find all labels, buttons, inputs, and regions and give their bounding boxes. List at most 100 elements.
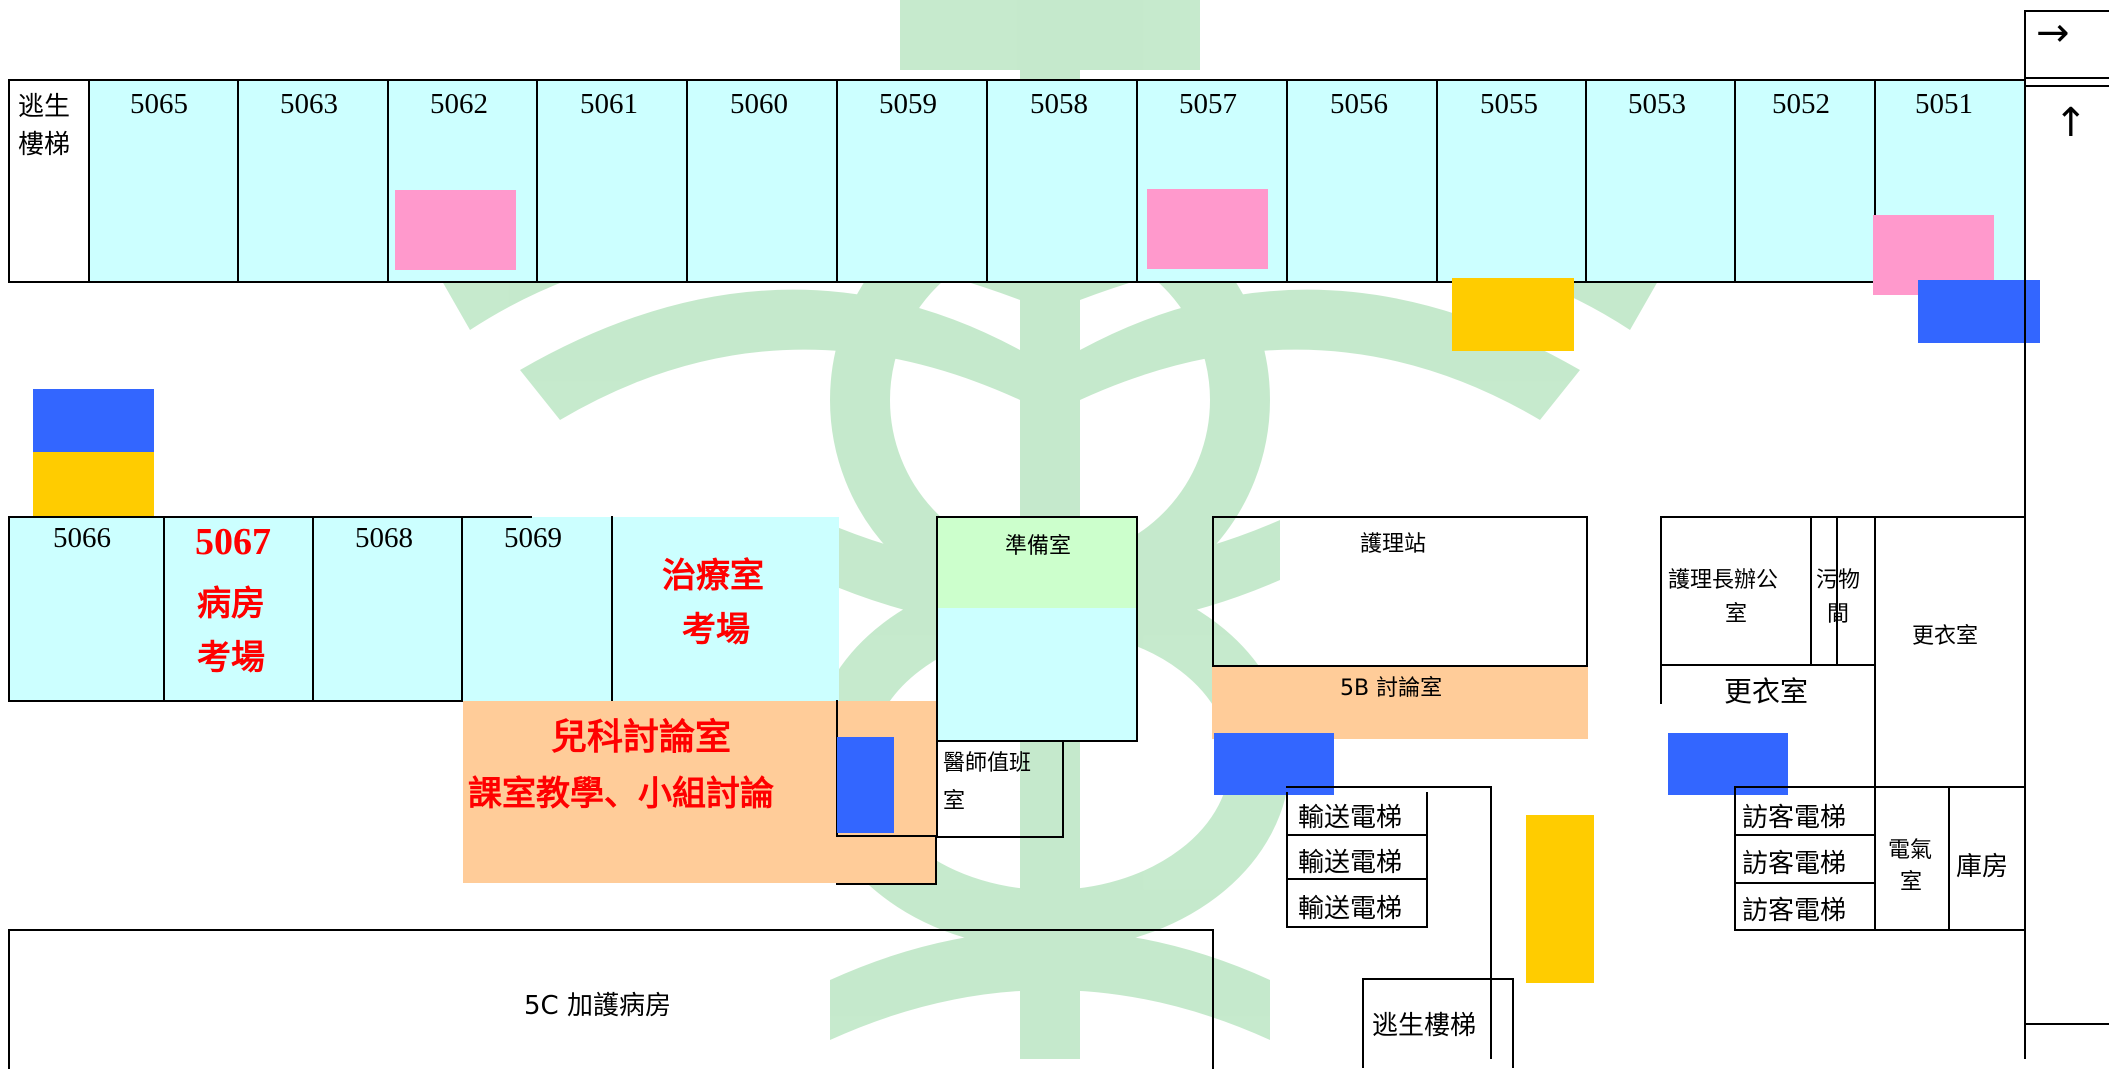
locker-small-left xyxy=(1660,664,1662,704)
room-5065[interactable]: 5065 xyxy=(130,88,188,120)
blue-marker xyxy=(837,737,894,833)
top-divider xyxy=(1136,79,1138,283)
room-5058[interactable]: 5058 xyxy=(1030,88,1088,120)
room-5059[interactable]: 5059 xyxy=(879,88,937,120)
top-divider xyxy=(1874,79,1876,283)
electrical-right xyxy=(1948,786,1950,930)
bottom-left-wall xyxy=(8,516,10,702)
yellow-marker xyxy=(1526,815,1594,983)
room-5063[interactable]: 5063 xyxy=(280,88,338,120)
room-5051[interactable]: 5051 xyxy=(1915,88,1973,120)
right-corridor-top xyxy=(2024,10,2109,12)
discussion-room-5b[interactable] xyxy=(1212,665,1588,739)
right-outer-wall xyxy=(2024,10,2026,1059)
right-cluster-divider xyxy=(1874,516,1876,788)
room-5056[interactable]: 5056 xyxy=(1330,88,1388,120)
room-5055[interactable]: 5055 xyxy=(1480,88,1538,120)
transport-elevator-label: 輸送電梯 xyxy=(1298,803,1403,833)
right-cluster-divider xyxy=(1810,516,1812,666)
room-5067-line2: 考場 xyxy=(197,638,265,678)
room-5069[interactable]: 5069 xyxy=(504,522,562,554)
treatment-room-line1[interactable]: 治療室 xyxy=(662,556,764,596)
top-divider xyxy=(237,79,239,283)
doctor-duty-room[interactable] xyxy=(936,742,1064,838)
top-divider xyxy=(88,79,90,283)
electrical-room-line1[interactable]: 電氣 xyxy=(1888,838,1933,863)
dirty-room-line1[interactable]: 污物 xyxy=(1816,568,1861,593)
right-cluster-divider xyxy=(1836,516,1838,666)
top-divider xyxy=(1286,79,1288,283)
prep-room-label: 準備室 xyxy=(1005,534,1072,559)
room-5052[interactable]: 5052 xyxy=(1772,88,1830,120)
room-5068[interactable]: 5068 xyxy=(355,522,413,554)
transport-elevator[interactable] xyxy=(1286,880,1428,928)
top-rooms-bottom-wall xyxy=(8,281,2025,283)
room-5060[interactable]: 5060 xyxy=(730,88,788,120)
locker-room-small-label[interactable]: 更衣室 xyxy=(1724,675,1809,708)
top-divider xyxy=(1585,79,1587,283)
visitor-elevator-label[interactable]: 訪客電梯 xyxy=(1742,849,1847,879)
room-5053[interactable]: 5053 xyxy=(1628,88,1686,120)
transport-elevator[interactable] xyxy=(1286,836,1428,880)
stairs-bottom[interactable] xyxy=(1362,978,1514,1068)
room-5061[interactable]: 5061 xyxy=(580,88,638,120)
blue-marker xyxy=(1918,280,2040,343)
visitor-elevator-label[interactable]: 訪客電梯 xyxy=(1742,803,1847,833)
pediatric-wall xyxy=(836,883,936,885)
elevator-wall xyxy=(1490,786,1492,1059)
room-5066[interactable]: 5066 xyxy=(53,522,111,554)
icu-label: 5C 加護病房 xyxy=(524,991,671,1021)
blue-marker xyxy=(1214,733,1334,795)
storage-label[interactable]: 庫房 xyxy=(1956,852,2009,882)
bottom-divider xyxy=(461,516,463,702)
room-5062[interactable]: 5062 xyxy=(430,88,488,120)
pediatric-room-line1: 兒科討論室 xyxy=(551,717,732,758)
transport-elevator-label: 輸送電梯 xyxy=(1298,848,1403,878)
right-cluster-left xyxy=(1660,516,1662,666)
top-divider xyxy=(686,79,688,283)
visitor-elevator-bottom xyxy=(1734,929,2026,931)
nurse-station[interactable] xyxy=(1212,516,1588,666)
top-divider xyxy=(1436,79,1438,283)
bottom-divider xyxy=(163,516,165,702)
pink-marker xyxy=(395,190,516,270)
right-cluster-top xyxy=(1660,516,2026,518)
prep-room-green xyxy=(938,518,1136,608)
top-divider xyxy=(836,79,838,283)
right-cluster-mid xyxy=(1660,664,1876,666)
blue-marker xyxy=(1668,733,1788,795)
transport-elevator-block xyxy=(1286,786,1491,788)
room-5067-number[interactable]: 5067 xyxy=(195,521,271,563)
icu-room[interactable] xyxy=(8,929,1214,1069)
arrow-up-icon: ↑ xyxy=(2054,100,2088,146)
head-nurse-office-line1[interactable]: 護理長辦公 xyxy=(1668,568,1779,593)
transport-elevator-label: 輸送電梯 xyxy=(1298,894,1403,924)
visitor-elevator-top xyxy=(1734,786,2026,788)
top-divider xyxy=(986,79,988,283)
treatment-room-line2: 考場 xyxy=(682,610,750,650)
room-5067-line1: 病房 xyxy=(197,584,265,624)
locker-room-right-label[interactable]: 更衣室 xyxy=(1912,624,1979,649)
bottom-divider xyxy=(312,516,314,702)
electrical-room-line2: 室 xyxy=(1900,870,1923,895)
blue-marker xyxy=(33,389,154,452)
head-nurse-office-line2: 室 xyxy=(1725,602,1748,627)
top-left-wall xyxy=(8,79,10,283)
visitor-elevator-div xyxy=(1734,882,1875,884)
dirty-room-line2: 間 xyxy=(1827,602,1850,627)
top-divider xyxy=(1734,79,1736,283)
pediatric-wall xyxy=(935,835,937,885)
transport-elevator[interactable] xyxy=(1286,792,1428,836)
visitor-elevator-left xyxy=(1734,786,1736,930)
bottom-rooms-bottom-wall xyxy=(8,700,463,702)
stairs-bottom-label: 逃生樓梯 xyxy=(1372,1011,1477,1041)
pediatric-wall xyxy=(836,835,936,837)
yellow-marker xyxy=(1452,278,1574,351)
bottom-room-fill xyxy=(9,517,839,701)
visitor-elevator-label[interactable]: 訪客電梯 xyxy=(1742,896,1847,926)
bottom-divider xyxy=(611,516,613,702)
pediatric-room-line2: 課室教學、小組討論 xyxy=(468,774,774,814)
arrow-right-icon: → xyxy=(2036,10,2070,56)
top-rooms-top-wall xyxy=(8,79,2025,81)
room-5057[interactable]: 5057 xyxy=(1179,88,1237,120)
